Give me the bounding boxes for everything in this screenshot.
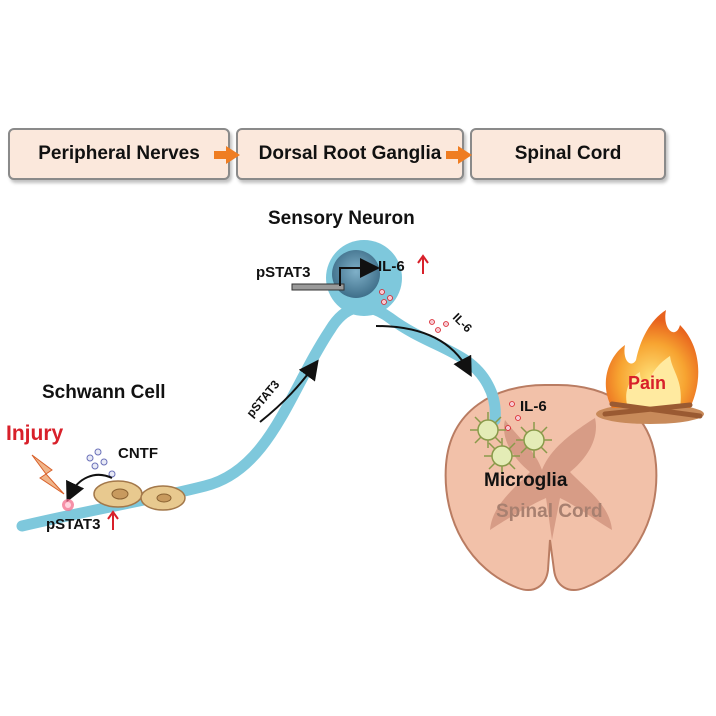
flow-step-label: Peripheral Nerves [38,143,200,164]
injury-bolt-icon [31,454,74,511]
pstat3-schwann-label: pSTAT3 [46,516,101,533]
cntf-arrow [66,473,113,503]
flow-arrow-shaft [446,151,460,159]
transcription-arrow [339,258,380,286]
schwann-cells [93,480,186,511]
flow-step-label: Spinal Cord [514,143,622,164]
cntf-molecules [86,448,116,478]
nerve-axon [16,301,501,532]
flow-step-peripheral-nerves: Peripheral Nerves [8,128,230,180]
cntf-label: CNTF [118,445,158,462]
pstat3-up-arrow-icon [107,510,119,530]
pstat3-axon-label: pSTAT3 [244,377,283,420]
microglia-label: Microglia [484,470,568,491]
injury-label: Injury [6,422,64,445]
il6-neuron-label: IL-6 [378,258,405,275]
flow-arrow-shaft [214,151,228,159]
gene-bar [291,283,345,291]
flow-step-label: Dorsal Root Ganglia [258,143,442,164]
microglia-cells [470,412,552,474]
spinal-cord-label: Spinal Cord [496,501,603,522]
sensory-neuron-label: Sensory Neuron [268,208,415,229]
il6-up-arrow-icon [417,254,429,274]
il6-cord-label: IL-6 [520,398,547,415]
pain-label: Pain [628,373,667,393]
il6-axon-label: IL-6 [450,310,475,335]
flow-arrow-icon [226,146,240,164]
pain-fire-icon [596,310,704,424]
spinal-cord-section [444,384,658,591]
schwann-cell-label: Schwann Cell [42,382,166,403]
flow-step-spinal-cord: Spinal Cord [470,128,666,180]
flow-arrow-icon [458,146,472,164]
pstat3-neuron-label: pSTAT3 [256,264,311,281]
pstat3-transport-arrow [259,359,319,423]
sensory-neuron-soma [326,240,402,316]
il6-transport-arrow [375,325,472,378]
il6-molecules-axon [429,319,449,333]
il6-molecules-cord [505,401,521,431]
